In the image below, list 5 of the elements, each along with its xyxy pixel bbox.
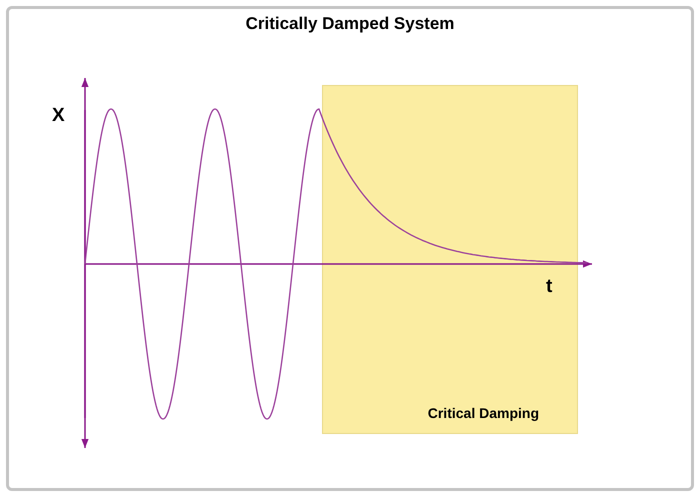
- region-label: Critical Damping: [428, 405, 539, 421]
- chart-title: Critically Damped System: [244, 14, 456, 34]
- axis-label: t: [546, 276, 552, 298]
- shaded-region: [322, 85, 578, 434]
- axis-label: X: [52, 105, 65, 127]
